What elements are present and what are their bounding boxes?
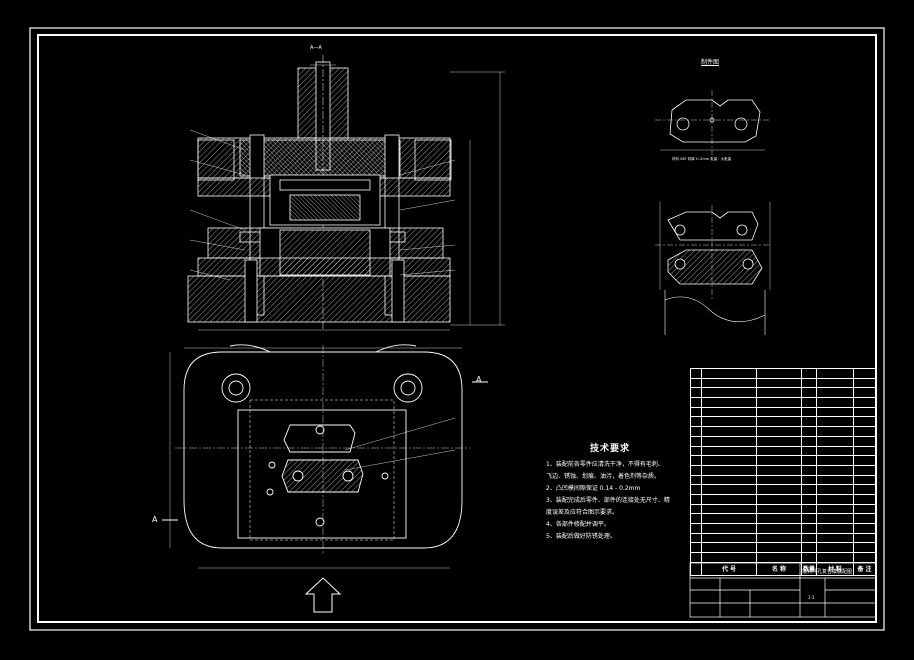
drawing-scale: 1:1 bbox=[808, 595, 815, 600]
section-mark-left: A bbox=[152, 515, 158, 524]
tech-req-line: 1、装配前各零件应清洗干净，不得有毛刺、 bbox=[546, 461, 664, 468]
tech-req-line: 度误差及应符合图示要求。 bbox=[546, 509, 619, 516]
technical-requirements-title: 技术要求 bbox=[590, 444, 631, 454]
part-material-note: 材料 08F 料厚 t=2mm 批量：大批量 bbox=[672, 157, 732, 161]
part-drawing-label: 制件图 bbox=[701, 59, 720, 66]
bom-header-row: 代 号 名 称 数量 材 料 备 注 bbox=[690, 561, 876, 576]
tech-req-line: 5、装配后做好防锈处理。 bbox=[546, 533, 616, 540]
outer-border bbox=[29, 27, 885, 631]
bom-header-qty: 数量 bbox=[800, 561, 818, 576]
section-view-label: A—A bbox=[310, 45, 322, 51]
bom-header-material: 材 料 bbox=[816, 561, 855, 576]
tech-req-line: 飞边、锈蚀、划痕、油污，着色剂等杂质。 bbox=[546, 473, 661, 480]
plan-view bbox=[162, 344, 488, 613]
tech-req-line: 2、凸凹模间隙保证 0.14 - 0.2mm bbox=[546, 485, 641, 492]
tech-req-line: 3、装配完成后零件、部件的连接处无尺寸、精 bbox=[546, 497, 670, 504]
inner-border bbox=[37, 34, 877, 623]
bom-header-remark: 备 注 bbox=[853, 561, 876, 576]
tech-req-line: 4、各部件修配并调平。 bbox=[546, 521, 610, 528]
title-block: 落料冲孔复合模装配图 1:1 bbox=[690, 563, 876, 617]
section-mark-right: A bbox=[476, 375, 482, 384]
bom-table: 代 号 名 称 数量 材 料 备 注 bbox=[690, 368, 876, 576]
drawing-title: 落料冲孔复合模装配图 bbox=[802, 569, 853, 575]
part-drawing bbox=[655, 90, 771, 335]
section-view bbox=[187, 55, 505, 331]
bill-of-materials: 代 号 名 称 数量 材 料 备 注 bbox=[690, 368, 876, 576]
